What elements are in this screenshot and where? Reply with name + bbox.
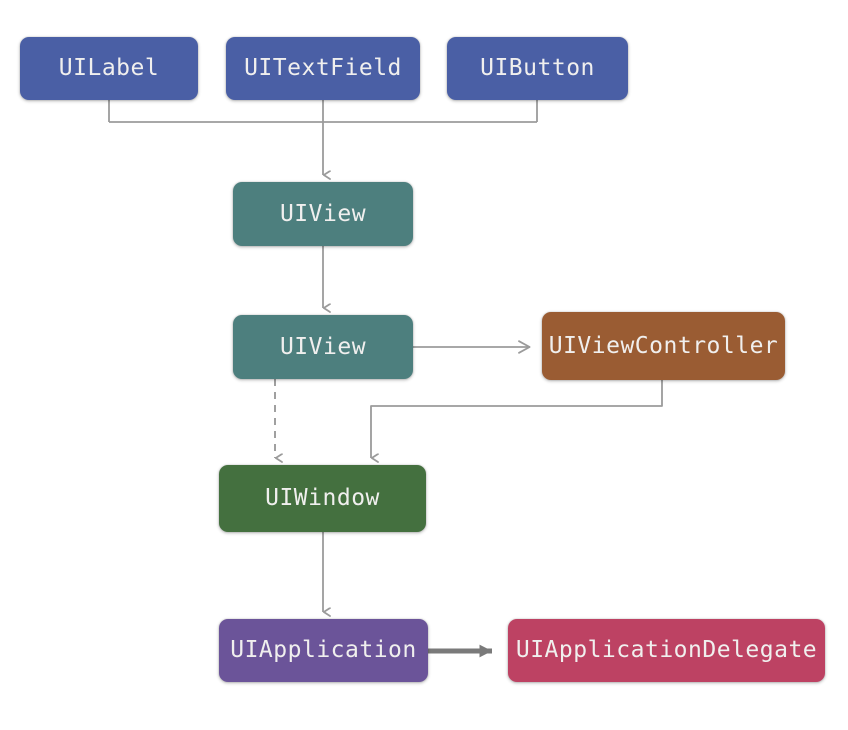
node-uiview-mid[interactable]: UIView — [233, 315, 413, 379]
node-label-uiviewcontroller: UIViewController — [548, 332, 779, 359]
node-label-uiview-top: UIView — [279, 200, 367, 227]
node-uiapplicationdelegate[interactable]: UIApplicationDelegate — [508, 619, 825, 682]
node-label-uibutton: UIButton — [480, 55, 595, 81]
node-uiview-top[interactable]: UIView — [233, 182, 413, 246]
node-uiviewcontroller[interactable]: UIViewController — [542, 312, 785, 380]
node-label-uilabel: UILabel — [58, 55, 160, 81]
node-uibutton[interactable]: UIButton — [447, 37, 628, 100]
node-uiwindow[interactable]: UIWindow — [219, 465, 426, 532]
node-label-uiwindow: UIWindow — [265, 485, 380, 511]
edge-uiviewcontroller-to-uiwindow — [370, 380, 663, 458]
node-uitextfield[interactable]: UITextField — [226, 37, 420, 100]
node-uiapplication[interactable]: UIApplication — [219, 619, 428, 682]
node-uilabel[interactable]: UILabel — [20, 37, 198, 100]
node-label-uiview-mid: UIView — [279, 333, 367, 360]
node-label-uiapplication: UIApplication — [230, 637, 417, 663]
node-label-uitextfield: UITextField — [244, 55, 402, 81]
node-label-uiapplicationdelegate: UIApplicationDelegate — [515, 637, 818, 663]
